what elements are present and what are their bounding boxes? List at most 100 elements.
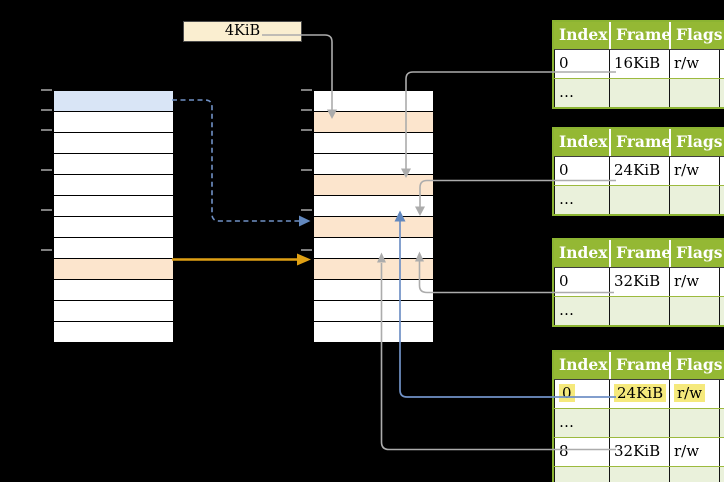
page-row-7: [54, 238, 173, 259]
table-cell: 0: [554, 380, 609, 408]
arrow-right-icon: [299, 215, 311, 227]
address-tick: [41, 129, 52, 132]
page-table-2: Index Frame Flags 0 24KiB r/w …: [552, 127, 724, 216]
virtual-memory-column: [41, 89, 174, 344]
physical-memory-column: [301, 89, 434, 344]
page-row-7: [314, 238, 433, 259]
column-header-frame: Frame: [609, 129, 671, 156]
column-header-frame: Frame: [609, 240, 671, 267]
page-row-5: [54, 196, 173, 217]
address-tick: [41, 89, 52, 92]
column-header-flags: Flags: [669, 22, 723, 49]
highlight-text: 24KiB: [614, 384, 667, 402]
table-header-row: Index Frame Flags: [554, 240, 724, 268]
table-cell: r/w: [669, 50, 720, 78]
address-tick: [301, 129, 312, 132]
table-cell: [609, 297, 669, 325]
column-header-index: Index: [559, 25, 608, 44]
table-cell: [669, 409, 720, 437]
page-row-9: [314, 280, 433, 301]
page-row-4: [54, 175, 173, 196]
column-header-frame: Frame: [609, 22, 671, 49]
table-cell: …: [554, 79, 609, 107]
root-pointer-label: 4KiB: [183, 21, 302, 42]
table-row: 0 16KiB r/w: [554, 50, 724, 78]
address-tick: [41, 109, 52, 112]
address-tick: [41, 249, 52, 252]
page-row-9: [54, 280, 173, 301]
table-row: …: [554, 408, 724, 437]
table-row: 8 32KiB r/w: [554, 437, 724, 466]
table-header-row: Index Frame Flags: [554, 129, 724, 157]
page-row-2: [54, 133, 173, 154]
table-cell: r/w: [669, 268, 720, 296]
table-cell: 24KiB: [609, 157, 669, 185]
column-header-index: Index: [559, 355, 608, 374]
address-tick: [301, 169, 312, 172]
table-cell: 32KiB: [609, 438, 669, 466]
table-header-row: Index Frame Flags: [554, 22, 724, 50]
page-row-1: [54, 112, 173, 133]
table-cell: [669, 186, 720, 214]
page-row-0: [314, 91, 433, 112]
table-cell: [609, 79, 669, 107]
table-cell: 24KiB: [609, 380, 669, 408]
table-cell: 0: [554, 268, 609, 296]
page-table-4-level2: Index Frame Flags 0 24KiB r/w … 8 32KiB …: [552, 350, 724, 482]
table-cell: 32KiB: [609, 268, 669, 296]
table-row: …: [554, 185, 724, 214]
page-row-6: [314, 217, 433, 238]
address-tick: [301, 249, 312, 252]
page-row-0: [54, 91, 173, 112]
table-cell: 0: [554, 157, 609, 185]
page-table-1: Index Frame Flags 0 16KiB r/w …: [552, 20, 724, 109]
page-row-2: [314, 133, 433, 154]
table-cell: 0: [554, 50, 609, 78]
table-row: …: [554, 296, 724, 325]
page-row-6: [54, 217, 173, 238]
page-row-8: [54, 259, 173, 280]
page-row-11: [314, 322, 433, 343]
page-row-4: [314, 175, 433, 196]
table-cell: [669, 297, 720, 325]
table-cell: r/w: [669, 380, 720, 408]
table-cell: [609, 467, 669, 482]
table-header-row: Index Frame Flags: [554, 352, 724, 380]
table-cell: 16KiB: [609, 50, 669, 78]
page-row-8: [314, 259, 433, 280]
table-row: …: [554, 466, 724, 482]
table-cell: …: [554, 467, 609, 482]
column-header-index: Index: [559, 243, 608, 262]
table-cell: [669, 79, 720, 107]
table-row: 0 24KiB r/w: [554, 157, 724, 185]
table-cell: [609, 409, 669, 437]
address-tick: [301, 209, 312, 212]
page-table-3: Index Frame Flags 0 32KiB r/w …: [552, 238, 724, 327]
table-cell: …: [554, 186, 609, 214]
highlight-text: r/w: [674, 384, 706, 402]
address-tick: [41, 209, 52, 212]
column-header-flags: Flags: [669, 352, 723, 379]
table-row: 0 32KiB r/w: [554, 268, 724, 296]
table-row-highlighted: 0 24KiB r/w: [554, 380, 724, 408]
table-cell: r/w: [669, 157, 720, 185]
connector-virtual-blue-page: [172, 99, 299, 222]
table-cell: …: [554, 297, 609, 325]
table-cell: …: [554, 409, 609, 437]
page-row-10: [314, 301, 433, 322]
address-tick: [301, 109, 312, 112]
page-row-11: [54, 322, 173, 343]
table-cell: [669, 467, 720, 482]
column-header-frame: Frame: [609, 352, 671, 379]
page-row-5: [314, 196, 433, 217]
page-row-10: [54, 301, 173, 322]
table-row: …: [554, 78, 724, 107]
arrow-right-icon: [297, 253, 311, 266]
column-header-flags: Flags: [669, 129, 723, 156]
highlight-text: 0: [559, 384, 575, 402]
page-row-1: [314, 112, 433, 133]
page-row-3: [314, 154, 433, 175]
address-tick: [41, 169, 52, 172]
table-cell: 8: [554, 438, 609, 466]
